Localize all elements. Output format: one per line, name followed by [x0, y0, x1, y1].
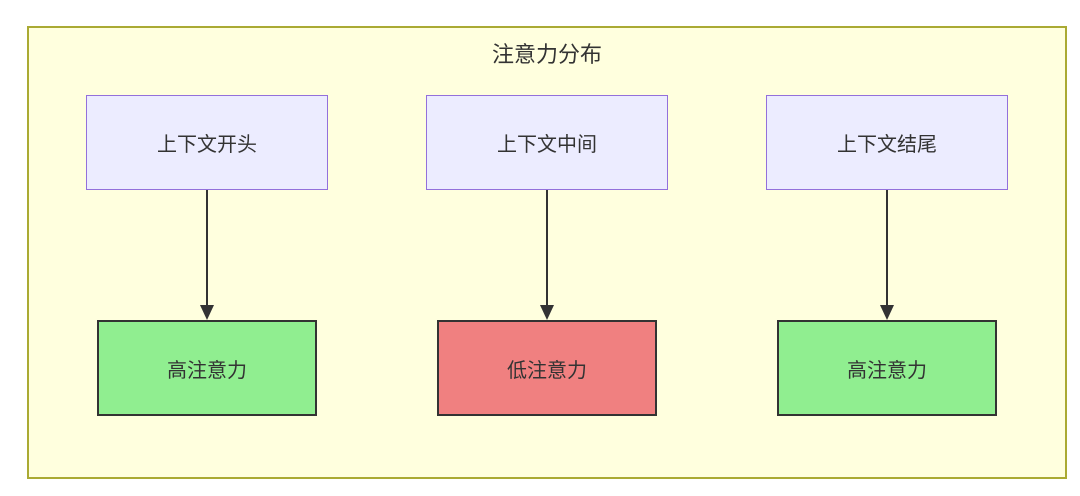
diagram-title: 注意力分布	[491, 43, 602, 68]
node-label: 低注意力	[507, 357, 587, 382]
node-high-attention-2: 高注意力	[777, 320, 997, 416]
node-label: 高注意力	[167, 357, 247, 382]
flow-columns: 上下文开头 高注意力 上下文中间 低注意力	[29, 95, 1065, 416]
arrow-down-icon	[540, 190, 554, 320]
node-label: 上下文结尾	[837, 132, 937, 156]
flow-column-context-start: 上下文开头 高注意力	[86, 95, 328, 416]
node-context-middle: 上下文中间	[426, 95, 668, 190]
node-low-attention: 低注意力	[437, 320, 657, 416]
node-context-start: 上下文开头	[86, 95, 328, 190]
arrow-down-icon	[880, 190, 894, 320]
node-context-end: 上下文结尾	[766, 95, 1008, 190]
flow-column-context-end: 上下文结尾 高注意力	[766, 95, 1008, 416]
node-label: 上下文开头	[157, 132, 257, 156]
flow-column-context-middle: 上下文中间 低注意力	[426, 95, 668, 416]
node-label: 高注意力	[847, 357, 927, 382]
node-label: 上下文中间	[497, 132, 597, 156]
node-high-attention-1: 高注意力	[97, 320, 317, 416]
attention-distribution-diagram: 注意力分布 上下文开头 高注意力 上下文中间 低	[27, 26, 1067, 479]
arrow-down-icon	[200, 190, 214, 320]
